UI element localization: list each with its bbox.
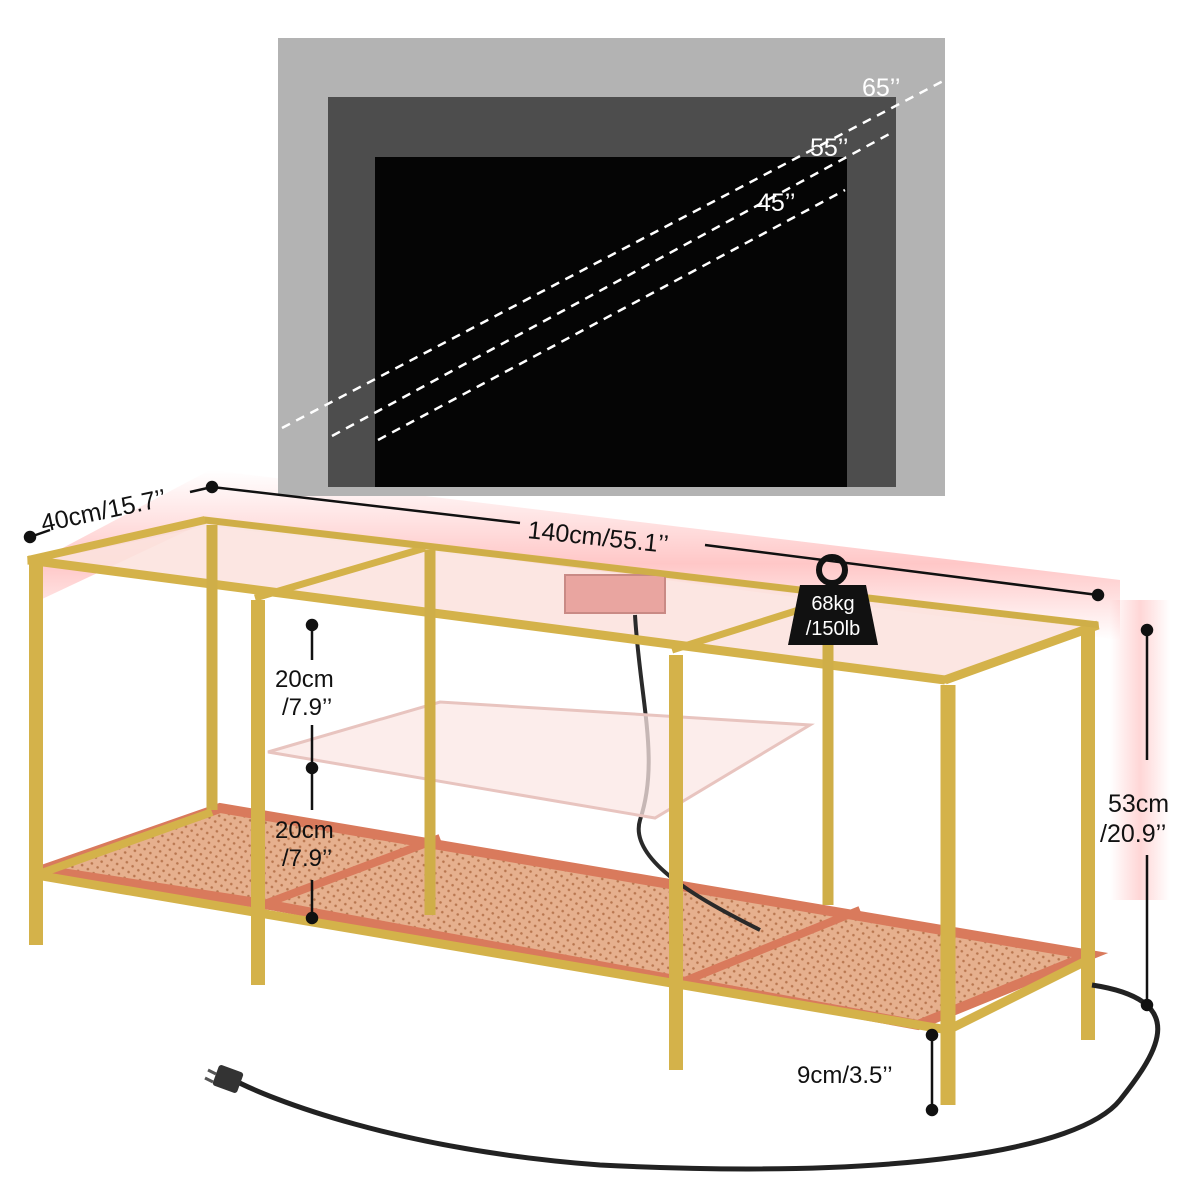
tv-stand	[27, 516, 1109, 1105]
height-label-line2: /20.9’’	[1100, 820, 1166, 848]
power-plug-icon	[204, 1065, 244, 1093]
leg-clearance-label: 9cm/3.5’’	[797, 1062, 893, 1089]
tv-45-label: 45’’	[757, 189, 795, 217]
power-cord	[228, 982, 1161, 1172]
tv-size-comparison: 65’’ 55’’ 45’’	[278, 38, 946, 496]
dimension-lines	[23, 480, 1154, 1117]
weight-capacity-badge: 68kg /150lb	[788, 554, 878, 645]
tv-65-label: 65’’	[862, 74, 900, 102]
height-label-line1: 53cm	[1108, 790, 1169, 818]
power-strip	[564, 574, 666, 614]
bottom-mesh-shelf	[40, 802, 1109, 1031]
tv-55-label: 55’’	[810, 134, 848, 162]
shelf-upper-label-line2: /7.9’’	[282, 694, 332, 721]
tv-45-inch-silhouette	[375, 157, 847, 487]
weight-kg-label: 68kg	[811, 593, 854, 615]
legs	[29, 525, 1095, 1105]
acrylic-middle-shelf	[267, 700, 815, 820]
weight-lb-label: /150lb	[806, 618, 861, 640]
shelf-upper-label-line1: 20cm	[275, 666, 334, 693]
shelf-lower-label-line1: 20cm	[275, 817, 334, 844]
shelf-lower-label-line2: /7.9’’	[282, 845, 332, 872]
